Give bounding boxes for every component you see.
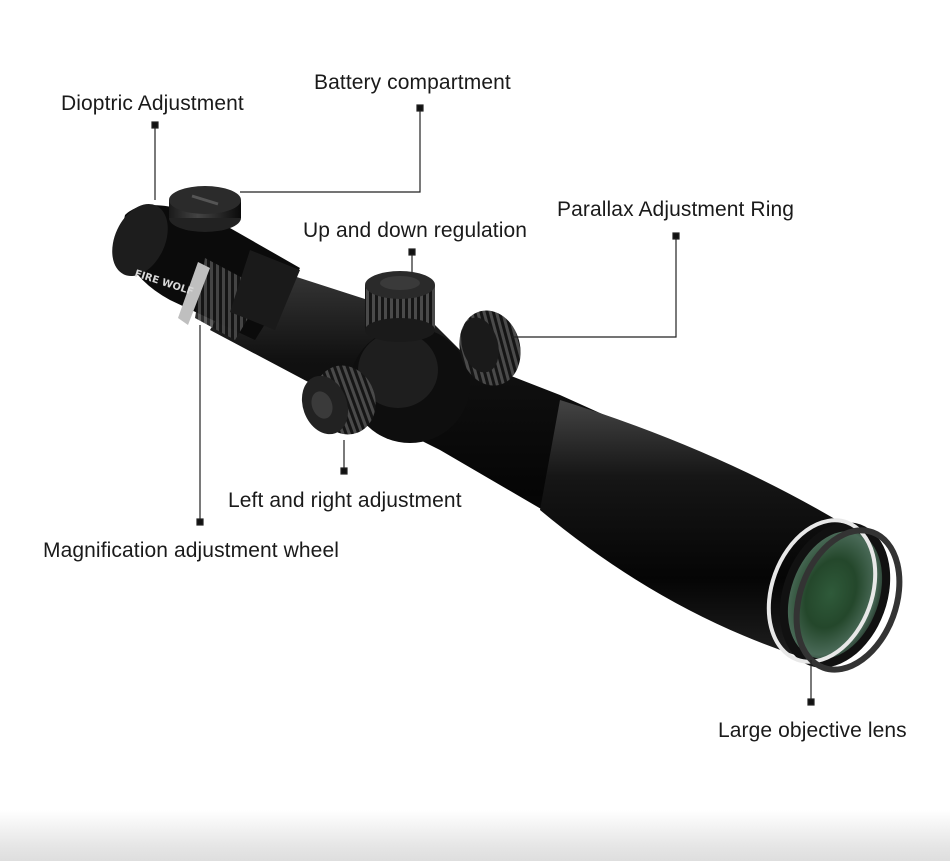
magnification-wheel-label: Magnification adjustment wheel (43, 539, 339, 562)
bottom-shadow (0, 810, 950, 861)
parallax-ring-label: Parallax Adjustment Ring (557, 198, 795, 221)
battery-compartment-knob (169, 186, 241, 232)
objective-lens-label: Large objective lens (718, 719, 907, 742)
up-down-regulation-label: Up and down regulation (303, 219, 528, 242)
turret-housing (350, 327, 470, 443)
leader-lines (151, 104, 815, 706)
dioptric-adjustment-label: Dioptric Adjustment (61, 92, 244, 115)
battery-compartment-label: Battery compartment (314, 71, 511, 94)
elevation-turret (365, 271, 435, 342)
objective-lens-icon (766, 518, 903, 673)
magnification-wheel (230, 250, 300, 330)
left-right-adjustment-label: Left and right adjustment (228, 489, 462, 512)
parallax-wheel (459, 310, 521, 386)
windage-turret (301, 365, 376, 435)
